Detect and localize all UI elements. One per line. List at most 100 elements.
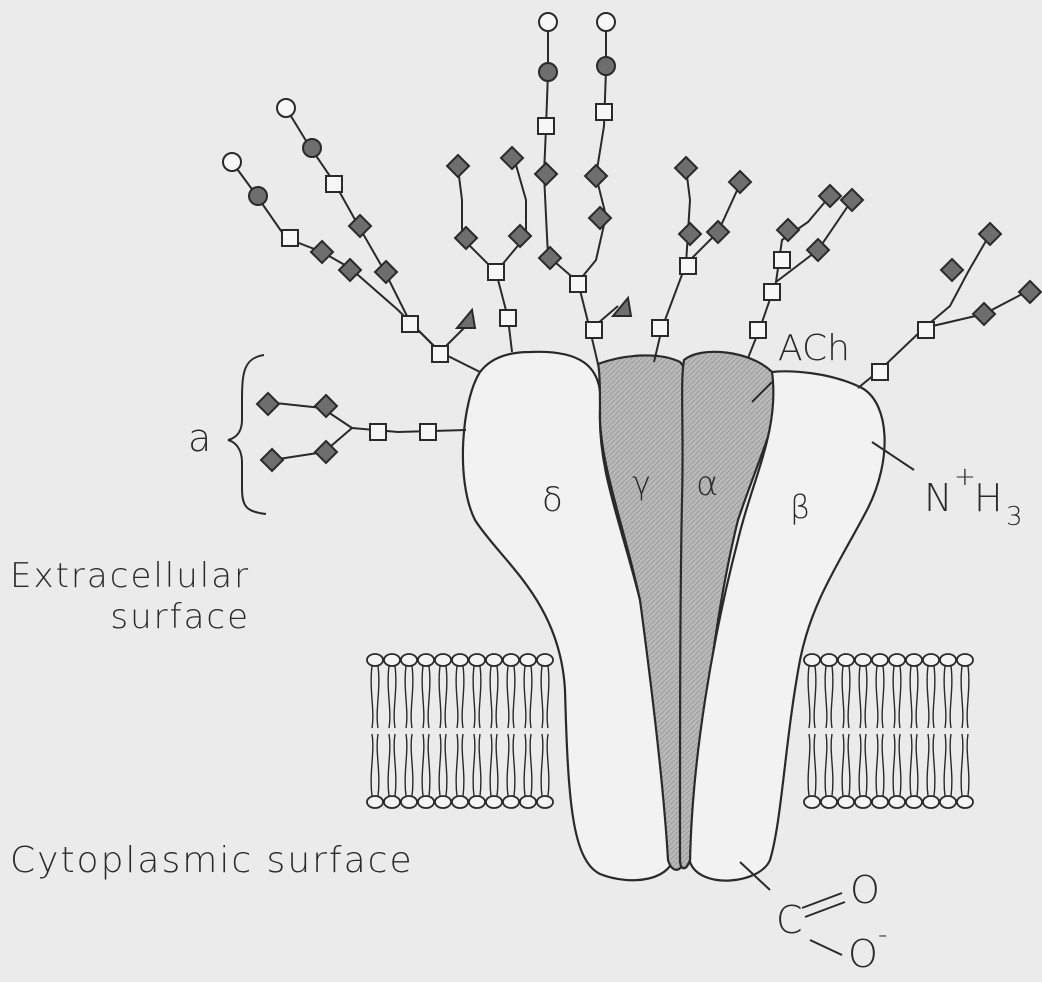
lipid-right-tail [825,666,827,728]
glcnac-square [326,176,342,192]
mannose-diamond [675,157,697,179]
carboxyl-o2: O [848,932,878,976]
lipid-left-head-top [503,654,519,666]
lipid-right-tail [950,666,952,728]
glycan-bond [496,158,526,272]
lipid-right-head-top [855,654,871,666]
lipid-right-head-bottom [838,796,854,808]
lipid-left-head-top [418,654,434,666]
lipid-left-tail [405,734,407,796]
delta-label: δ [542,480,563,520]
beta-label: β [790,488,810,526]
branch-a-label: a [188,416,211,460]
lipid-right-head-bottom [923,796,939,808]
mannose-diamond [311,241,333,263]
lipid-left-tail [428,734,430,796]
glcnac-square [432,346,448,362]
lipid-right-head-top [872,654,888,666]
lipid-right-tail [831,734,833,796]
lipid-right-tail [893,734,895,796]
lipid-left-tail [524,734,526,796]
lipid-right-tail [899,734,901,796]
lipid-right-head-bottom [804,796,820,808]
lipid-left-head-bottom [537,796,553,808]
lipid-right-tail [876,734,878,796]
lipid-left-head-bottom [401,796,417,808]
branch-a-brace [228,355,266,514]
fucose-triangle [457,310,475,328]
glcnac-square [488,264,504,280]
amino-terminus-plus: + [954,462,976,492]
mannose-diamond [589,207,611,229]
carboxyl-o1: O [850,868,880,912]
lipid-right-tail [899,666,901,728]
carboxyl-minus: - [878,920,887,950]
glcnac-square [570,276,586,292]
lipid-left-head-top [367,654,383,666]
lipid-left-head-bottom [435,796,451,808]
lipid-left-tail [541,734,543,796]
mannose-diamond [509,225,531,247]
lipid-right-tail [893,666,895,728]
lipid-left-head-top [469,654,485,666]
bilayer-right [804,654,973,808]
lipid-right-head-top [906,654,922,666]
glycan-bond [686,184,740,264]
mannose-diamond [535,163,557,185]
lipid-left-tail [479,666,481,728]
lipid-left-tail [541,666,543,728]
lipid-left-tail [456,666,458,728]
lipid-right-head-bottom [906,796,922,808]
galactose-circle [249,187,267,205]
lipid-right-head-bottom [872,796,888,808]
lipid-left-tail [524,666,526,728]
lipid-right-tail [944,666,946,728]
lipid-right-tail [933,734,935,796]
lipid-left-tail [388,666,390,728]
lipid-left-head-bottom [520,796,536,808]
mannose-diamond [1019,281,1041,303]
mannose-diamond [375,261,397,283]
lipid-right-head-top [804,654,820,666]
lipid-left-tail [513,666,515,728]
sialic-circle [597,13,615,31]
lipid-left-head-bottom [367,796,383,808]
galactose-circle [303,139,321,157]
lipid-right-tail [808,666,810,728]
lipid-left-tail [473,666,475,728]
lipid-left-tail [490,666,492,728]
glcnac-square [538,118,554,134]
mannose-diamond [941,259,963,281]
gamma-label: γ [632,464,651,502]
cytoplasmic-surface-label: Cytoplasmic surface [10,840,414,881]
lipid-left-tail [479,734,481,796]
lipid-left-tail [377,734,379,796]
sialic-circle [277,99,295,117]
glcnac-square [596,104,612,120]
lipid-right-tail [814,666,816,728]
lipid-right-tail [927,734,929,796]
lipid-right-tail [944,734,946,796]
mannose-diamond [455,227,477,249]
mannose-diamond [501,147,523,169]
lipid-left-tail [371,666,373,728]
alpha-label: α [696,464,718,504]
sialic-circle [539,13,557,31]
lipid-left-head-top [401,654,417,666]
lipid-right-tail [961,734,963,796]
mannose-diamond [777,219,799,241]
lipid-left-head-bottom [503,796,519,808]
lipid-left-head-top [384,654,400,666]
lipid-left-head-bottom [469,796,485,808]
lipid-right-head-top [957,654,973,666]
lipid-right-head-top [923,654,939,666]
lipid-left-tail [445,666,447,728]
lipid-left-tail [473,734,475,796]
lipid-left-tail [394,734,396,796]
mannose-diamond [447,155,469,177]
lipid-left-tail [377,666,379,728]
lipid-left-tail [507,734,509,796]
lipid-right-tail [842,666,844,728]
lipid-left-head-bottom [384,796,400,808]
